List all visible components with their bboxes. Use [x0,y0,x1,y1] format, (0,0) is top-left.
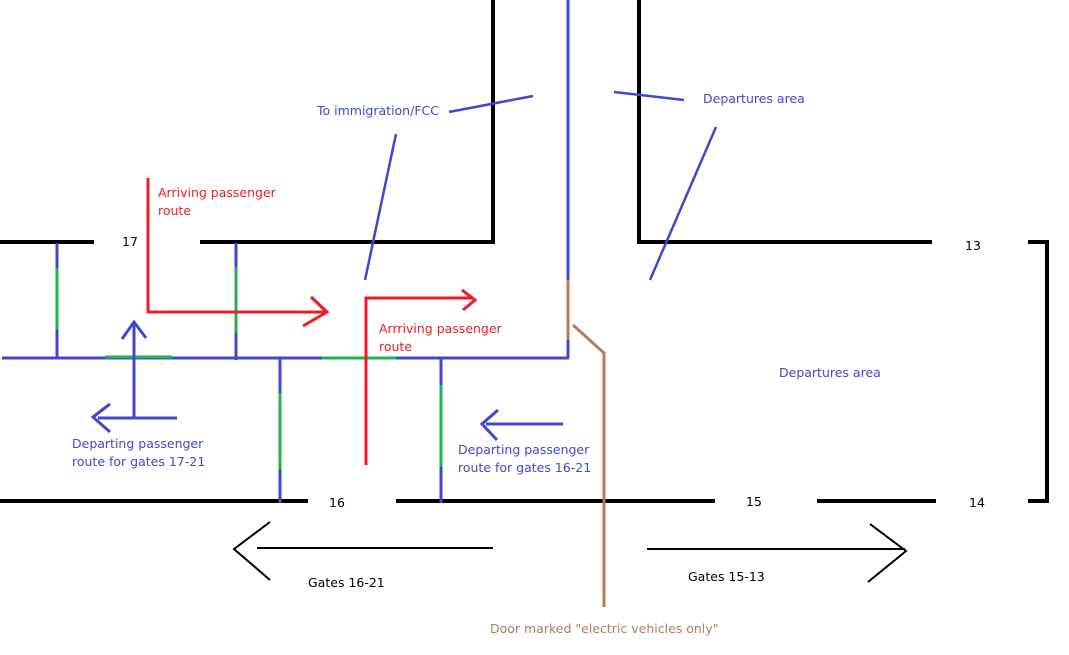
gate-14: 14 [969,495,985,510]
gate-17: 17 [122,234,138,249]
label-gates-left: Gates 16-21 [308,575,385,590]
wall-right-bracket [1028,240,1049,503]
arrow-gates-left-head [232,521,271,581]
door-leader [571,323,606,607]
leader-lines [363,90,718,281]
label-departures-top: Departures area [703,91,805,106]
gate-15: 15 [746,494,762,509]
departing-routes [90,319,563,442]
label-to-immigration: To immigration/FCC [317,103,439,118]
label-gates-right: Gates 15-13 [688,569,765,584]
gate-13: 13 [965,238,981,253]
wall-corridor-left [200,0,495,244]
gate-arrows [232,521,908,583]
wall-corridor-right [637,0,932,244]
door [566,280,606,607]
label-departures-right: Departures area [779,365,881,380]
openings [55,267,443,470]
arriving-routes [146,178,478,465]
gate-16: 16 [329,495,345,510]
arrow-gates-right-head [867,523,908,583]
walls [0,0,1049,503]
label-door: Door marked "electric vehicles only" [490,621,719,636]
